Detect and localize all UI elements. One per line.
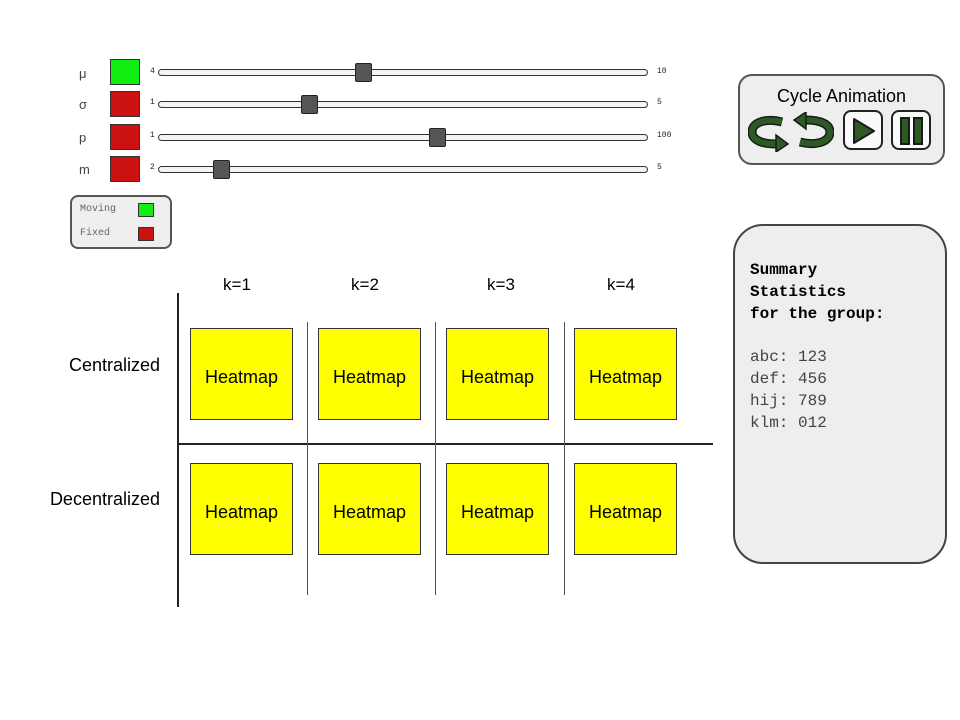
- summary-stat: hij: 789: [750, 392, 827, 410]
- column-header-k4: k=4: [607, 275, 635, 294]
- param-slider-thumb-m[interactable]: [213, 160, 230, 179]
- param-max-m: 5: [657, 163, 662, 172]
- param-state-toggle-p[interactable]: [110, 124, 140, 150]
- summary-statistics-panel: Summary Statistics for the group: abc: 1…: [733, 224, 947, 564]
- param-max-sigma: 5: [657, 98, 662, 107]
- heatmap-decentralized-k2[interactable]: Heatmap: [318, 463, 421, 555]
- heatmap-centralized-k4[interactable]: Heatmap: [574, 328, 677, 420]
- param-label-mu: μ: [79, 66, 87, 81]
- param-label-p: p: [79, 130, 87, 145]
- param-min-p: 1: [150, 131, 155, 140]
- param-max-mu: 10: [657, 67, 667, 76]
- param-label-m: m: [79, 162, 90, 177]
- summary-stats-list: abc: 123 def: 456 hij: 789 klm: 012: [750, 346, 827, 434]
- param-slider-thumb-p[interactable]: [429, 128, 446, 147]
- summary-stat: def: 456: [750, 370, 827, 388]
- heatmap-centralized-k2[interactable]: Heatmap: [318, 328, 421, 420]
- grid-divider: [435, 322, 436, 595]
- grid-divider: [564, 322, 565, 595]
- cycle-arrows-icon[interactable]: [748, 112, 834, 152]
- param-state-toggle-m[interactable]: [110, 156, 140, 182]
- heatmap-decentralized-k4[interactable]: Heatmap: [574, 463, 677, 555]
- heatmap-decentralized-k1[interactable]: Heatmap: [190, 463, 293, 555]
- play-button[interactable]: [843, 110, 883, 150]
- param-min-mu: 4: [150, 67, 155, 76]
- heatmap-label: Heatmap: [460, 367, 535, 387]
- cycle-animation-title: Cycle Animation: [776, 86, 907, 106]
- param-max-p: 100: [657, 131, 672, 140]
- param-slider-track-p[interactable]: [158, 134, 648, 141]
- heatmap-label: Heatmap: [588, 502, 663, 522]
- legend-swatch-moving: [138, 203, 154, 217]
- heatmap-label: Heatmap: [460, 502, 535, 522]
- heatmap-label: Heatmap: [332, 502, 407, 522]
- column-header-k2: k=2: [351, 275, 379, 294]
- param-min-m: 2: [150, 163, 155, 172]
- param-label-sigma: σ: [79, 97, 88, 112]
- cycle-animation-panel: Cycle Animation: [738, 74, 945, 165]
- param-slider-track-sigma[interactable]: [158, 101, 648, 108]
- pause-icon: [900, 117, 923, 145]
- param-slider-thumb-sigma[interactable]: [301, 95, 318, 114]
- param-slider-track-mu[interactable]: [158, 69, 648, 76]
- summary-stat: abc: 123: [750, 348, 827, 366]
- param-state-toggle-sigma[interactable]: [110, 91, 140, 117]
- legend-label-moving: Moving: [80, 204, 117, 215]
- pause-button[interactable]: [891, 110, 931, 150]
- legend-label-fixed: Fixed: [80, 228, 111, 239]
- param-slider-track-m[interactable]: [158, 166, 648, 173]
- column-header-k3: k=3: [487, 275, 515, 294]
- heatmap-centralized-k3[interactable]: Heatmap: [446, 328, 549, 420]
- play-icon: [853, 118, 875, 144]
- heatmap-label: Heatmap: [332, 367, 407, 387]
- heatmap-decentralized-k3[interactable]: Heatmap: [446, 463, 549, 555]
- heatmap-label: Heatmap: [588, 367, 663, 387]
- param-slider-thumb-mu[interactable]: [355, 63, 372, 82]
- heatmap-label: Heatmap: [204, 367, 279, 387]
- grid-axis-horizontal: [177, 443, 713, 445]
- param-min-sigma: 1: [150, 98, 155, 107]
- heatmap-label: Heatmap: [204, 502, 279, 522]
- row-header-centralized: Centralized: [68, 355, 160, 375]
- column-header-k1: k=1: [223, 275, 251, 294]
- summary-stat: klm: 012: [750, 414, 827, 432]
- row-header-decentralized: Decentralized: [49, 489, 160, 509]
- heatmap-centralized-k1[interactable]: Heatmap: [190, 328, 293, 420]
- grid-axis-vertical: [177, 293, 179, 607]
- param-state-toggle-mu[interactable]: [110, 59, 140, 85]
- legend-swatch-fixed: [138, 227, 154, 241]
- state-legend: Moving Fixed: [70, 195, 172, 249]
- grid-divider: [307, 322, 308, 595]
- summary-title: Summary Statistics for the group:: [750, 261, 885, 323]
